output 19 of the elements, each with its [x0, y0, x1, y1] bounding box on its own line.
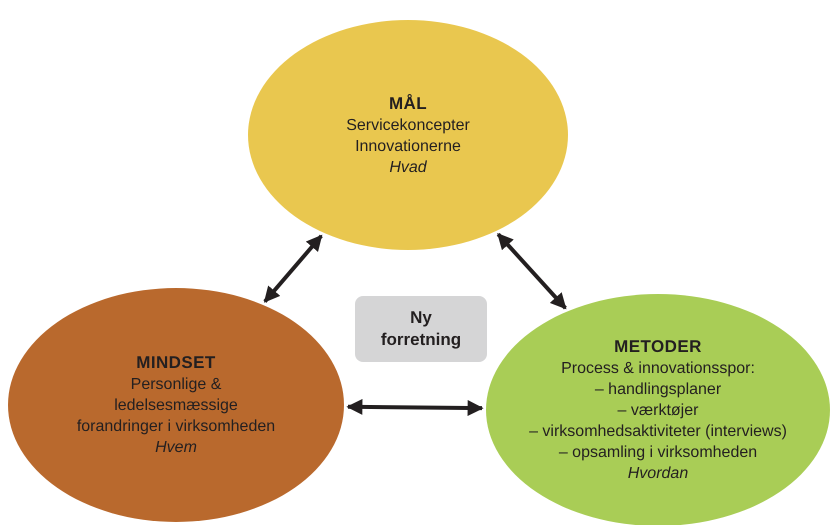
node-text: – virksomhedsaktiviteter (interviews): [528, 422, 788, 442]
double-arrow: [263, 234, 323, 303]
rounded-box: [355, 296, 487, 362]
node-text: Innovationerne: [354, 136, 462, 156]
node-subtitle: Hvordan: [628, 464, 688, 484]
node-title: MINDSET: [136, 352, 216, 374]
node-text: Personlige & ledelsesmæssige forandringer i virksomheden: [76, 375, 276, 437]
double-arrow: [346, 398, 484, 416]
node-text: – værktøjer: [616, 401, 700, 421]
node-title: Ny forretning: [380, 307, 462, 351]
node-text: – opsamling i virksomheden: [558, 443, 758, 463]
node-text: Process & innovationsspor:: [560, 359, 756, 379]
node-subtitle: Hvad: [389, 158, 427, 178]
node-text: – handlingsplaner: [594, 380, 722, 400]
node-title: METODER: [614, 336, 702, 358]
node-title: MÅL: [388, 92, 428, 114]
node-subtitle: Hvem: [155, 438, 197, 458]
double-arrow: [496, 232, 567, 310]
node-text: Servicekoncepter: [345, 116, 471, 136]
